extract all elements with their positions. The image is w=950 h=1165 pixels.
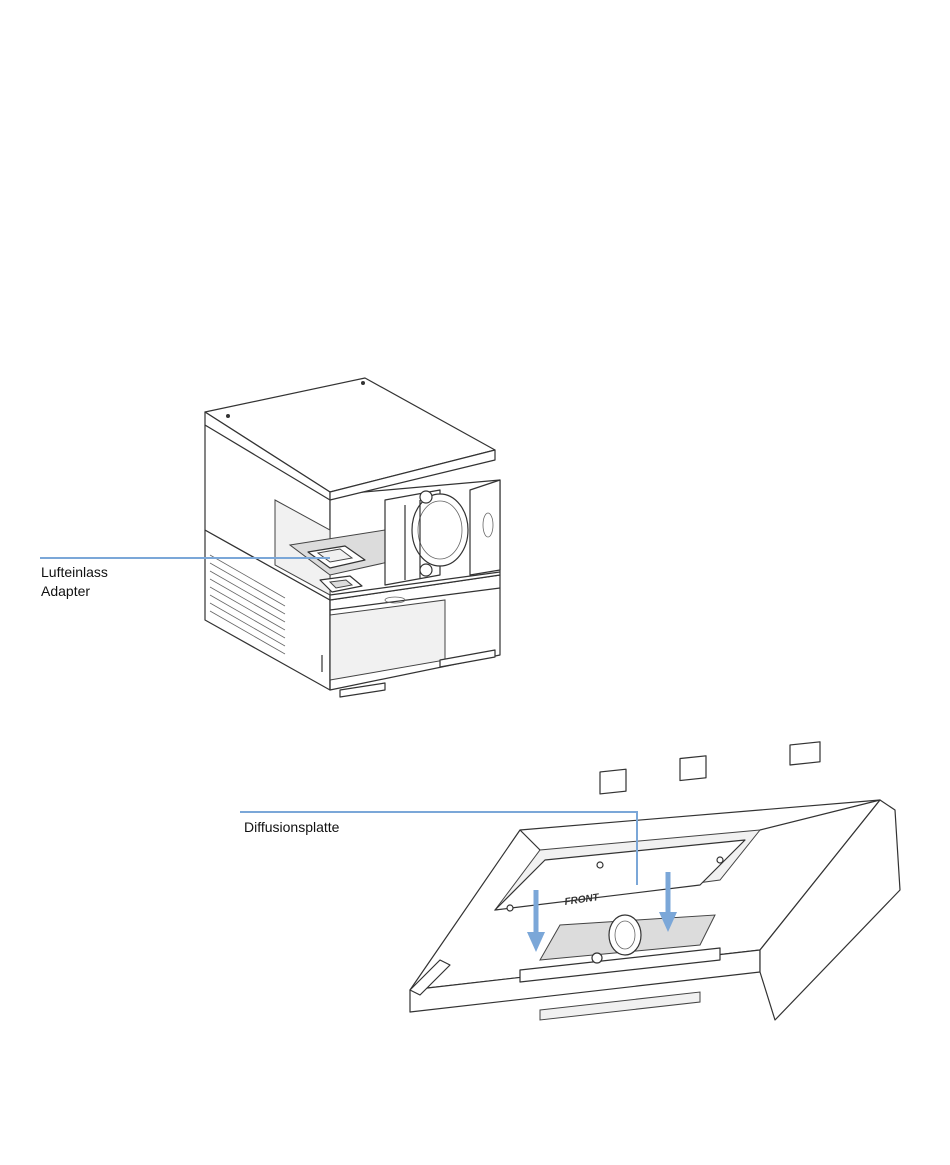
label-adapter-line2: Adapter — [41, 582, 90, 601]
cover-screw — [361, 381, 365, 385]
cover-screw — [226, 414, 230, 418]
diffusion-plate-drawing: FRONT — [0, 720, 950, 1060]
tray-bottom-lip — [540, 992, 700, 1020]
figure-diffusion-plate: FRONT Diffusionsplatte — [0, 720, 950, 1060]
instrument-drawing — [0, 0, 950, 720]
figure-instrument: Lufteinlass Adapter — [0, 0, 950, 720]
tray-slots — [600, 742, 820, 794]
label-adapter-line1: Lufteinlass — [41, 563, 108, 582]
side-bracket — [470, 480, 500, 575]
label-diffusion-plate: Diffusionsplatte — [244, 818, 339, 837]
